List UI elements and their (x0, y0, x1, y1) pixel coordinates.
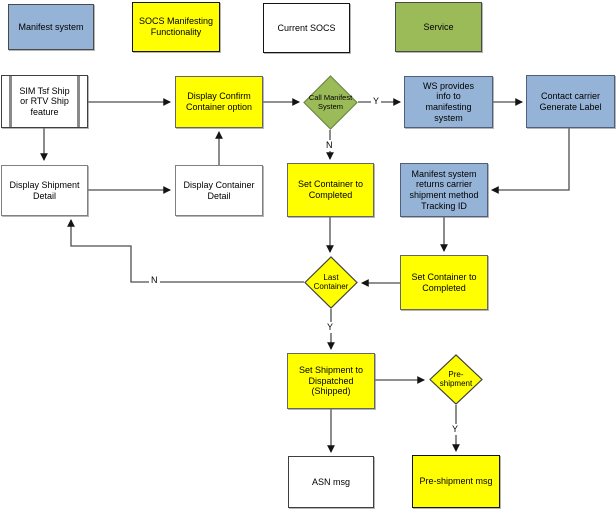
node-label: Manifest system returns carrier shipment… (409, 168, 479, 211)
legend-manifest-system: Manifest system (8, 4, 94, 50)
edge-label-last-container-no: N (149, 275, 160, 286)
node-pre-shipment-msg: Pre-shipment msg (412, 455, 500, 508)
edge-label-call-manifest-yes: Y (371, 96, 382, 107)
node-display-shipment-detail: Display Shipment Detail (1, 165, 88, 216)
node-label: Display Shipment Detail (9, 179, 80, 201)
legend-label: Current SOCS (277, 22, 336, 33)
edge-label-last-container-yes: Y (325, 322, 336, 333)
legend-label: Manifest system (18, 21, 84, 32)
node-contact-carrier-generate-label: Contact carrier Generate Label (526, 75, 615, 128)
legend-current-socs: Current SOCS (263, 3, 350, 53)
edge-last-container-no-to-display-shipment (67, 218, 304, 283)
edge-contact-carrier-to-manifest-returns (490, 128, 570, 194)
predefined-process-bar-left (9, 76, 12, 127)
node-display-confirm-container-option: Display Confirm Container option (175, 76, 263, 128)
node-label: Display Confirm Container option (185, 91, 253, 112)
node-display-container-detail: Display Container Detail (175, 165, 263, 216)
node-label: Set Shipment to Dispatched (Shipped) (298, 365, 364, 397)
node-ws-provides-info: WS provides info to manifesting system (404, 76, 493, 128)
node-label: Last Container (313, 272, 349, 291)
node-call-manifest-system-decision: Call Manifest System (303, 75, 358, 130)
node-sim-tsf-ship-feature: SIM Tsf Ship or RTV Ship feature (1, 75, 88, 128)
node-set-shipment-to-dispatched: Set Shipment to Dispatched (Shipped) (287, 353, 375, 409)
node-label: Pre-shipment (439, 369, 473, 388)
legend-label: Service (423, 21, 454, 32)
node-pre-shipment-decision: Pre-shipment (429, 354, 483, 405)
node-set-container-to-completed-1: Set Container to Completed (287, 163, 374, 217)
node-asn-msg: ASN msg (288, 456, 374, 508)
node-label: ASN msg (311, 476, 350, 487)
legend-label: SOCS Manifesting Functionality (138, 16, 214, 37)
legend-socs-manifesting-functionality: SOCS Manifesting Functionality (132, 2, 220, 52)
node-label: Contact carrier Generate Label (539, 90, 602, 112)
node-label: Display Container Detail (183, 179, 255, 201)
diamond-shape (304, 256, 358, 309)
edge-label-pre-shipment-yes: Y (450, 424, 461, 435)
node-label: Set Container to Completed (411, 271, 477, 293)
diamond-shape (429, 354, 483, 405)
node-set-container-to-completed-2: Set Container to Completed (400, 255, 488, 310)
node-label: Call Manifest System (308, 93, 353, 111)
node-label: Pre-shipment msg (419, 476, 493, 487)
diamond-shape (303, 75, 358, 130)
node-last-container-decision: Last Container (304, 256, 358, 309)
legend-service: Service (395, 2, 482, 52)
edge-label-call-manifest-no: N (324, 140, 335, 151)
node-label: Set Container to Completed (297, 179, 364, 200)
predefined-process-bar-right (77, 76, 80, 127)
node-label: SIM Tsf Ship or RTV Ship feature (19, 85, 70, 117)
node-manifest-system-returns: Manifest system returns carrier shipment… (400, 163, 488, 217)
node-label: WS provides info to manifesting system (422, 80, 475, 123)
